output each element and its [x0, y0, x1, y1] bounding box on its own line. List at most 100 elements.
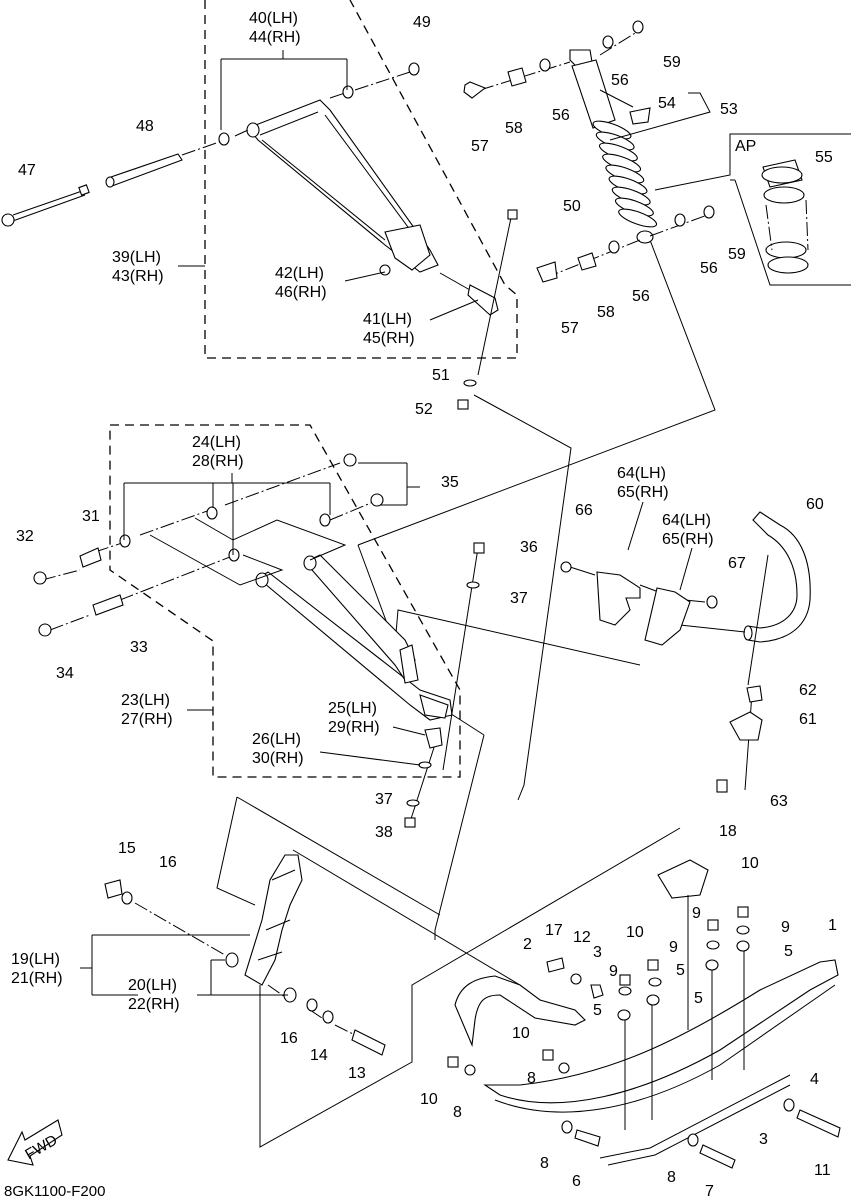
pair-callout-labels: 40(LH) 44(RH) 39(LH) 43(RH) 42(LH) 46(RH) 41(L…: [11, 10, 714, 1013]
part-label-40-44-lh: 40(LH): [249, 10, 298, 27]
part-label-37b: 37: [375, 791, 393, 808]
part-label-41-45-lh: 41(LH): [363, 311, 412, 328]
part-label-8a: 8: [453, 1104, 462, 1121]
part-label-48: 48: [136, 118, 154, 135]
part-label-14: 14: [310, 1047, 328, 1064]
ball-joint-41: [379, 209, 518, 410]
part-label-17: 17: [545, 922, 563, 939]
part-label-7: 7: [705, 1183, 714, 1199]
part-label-64-65b-rh: 65(RH): [662, 531, 714, 548]
part-label-34: 34: [56, 665, 74, 682]
part-label-57a: 57: [471, 138, 489, 155]
part-label-56a: 56: [611, 72, 629, 89]
part-label-9a: 9: [609, 963, 618, 980]
part-label-8b: 8: [527, 1070, 536, 1087]
part-label-67: 67: [728, 555, 746, 572]
part-label-59a: 59: [663, 54, 681, 71]
part-label-16a: 16: [159, 854, 177, 871]
part-label-60: 60: [806, 496, 824, 513]
part-label-56b: 56: [552, 107, 570, 124]
part-label-42-46-lh: 42(LH): [275, 265, 324, 282]
lower-arm-hardware: [33, 453, 485, 828]
part-label-15: 15: [118, 840, 136, 857]
part-label-41-45-rh: 45(RH): [363, 330, 415, 347]
part-label-5a: 5: [593, 1002, 602, 1019]
part-label-2: 2: [523, 936, 532, 953]
part-label-51: 51: [432, 367, 450, 384]
part-label-1: 1: [828, 917, 837, 934]
part-label-25-29-rh: 29(RH): [328, 719, 380, 736]
shock-absorber: [463, 20, 851, 286]
part-label-62: 62: [799, 682, 817, 699]
part-label-38: 38: [375, 824, 393, 841]
part-label-6: 6: [572, 1173, 581, 1190]
part-label-18: 18: [719, 823, 737, 840]
part-label-25-29-lh: 25(LH): [328, 700, 377, 717]
part-label-26-30-lh: 26(LH): [252, 731, 301, 748]
part-label-56d: 56: [632, 288, 650, 305]
part-label-5b: 5: [676, 962, 685, 979]
part-label-40-44-rh: 44(RH): [249, 29, 301, 46]
spring-coil: [618, 208, 658, 228]
part-label-24-28-rh: 28(RH): [192, 453, 244, 470]
part-label-32: 32: [16, 528, 34, 545]
part-label-23-27-lh: 23(LH): [121, 692, 170, 709]
part-label-5d: 5: [784, 943, 793, 960]
part-label-8d: 8: [667, 1169, 676, 1186]
part-label-52: 52: [415, 401, 433, 418]
part-label-10d: 10: [741, 855, 759, 872]
part-label-10b: 10: [512, 1025, 530, 1042]
part-label-12: 12: [573, 929, 591, 946]
stabilizer-clamps: [560, 561, 746, 646]
part-label-20-22-rh: 22(RH): [128, 996, 180, 1013]
upper-a-arm: [246, 99, 439, 273]
part-label-19-21-lh: 19(LH): [11, 951, 60, 968]
diagram-code: 8GK1100-F200: [4, 1183, 105, 1199]
ski: [454, 859, 839, 1166]
part-label-50: 50: [563, 198, 581, 215]
upper-arm-group-box: [204, 0, 518, 359]
part-label-19-21-rh: 21(RH): [11, 970, 63, 987]
part-label-20-22-lh: 20(LH): [128, 977, 177, 994]
lower-a-arm: [149, 517, 453, 721]
fwd-arrow-icon: FWD: [7, 1119, 63, 1166]
part-label-39-43-rh: 43(RH): [112, 268, 164, 285]
part-label-13: 13: [348, 1065, 366, 1082]
part-label-42-46-rh: 46(RH): [275, 284, 327, 301]
part-label-3a: 3: [593, 944, 602, 961]
label-brackets: [80, 50, 693, 996]
part-label-39-43-lh: 39(LH): [112, 249, 161, 266]
part-label-66: 66: [575, 502, 593, 519]
part-label-16b: 16: [280, 1030, 298, 1047]
part-label-49: 49: [413, 14, 431, 31]
part-label-9b: 9: [669, 939, 678, 956]
part-label-9d: 9: [781, 919, 790, 936]
part-label-61: 61: [799, 711, 817, 728]
part-label-3b: 3: [759, 1131, 768, 1148]
part-label-37a: 37: [510, 590, 528, 607]
part-label-23-27-rh: 27(RH): [121, 711, 173, 728]
part-label-64-65b-lh: 64(LH): [662, 512, 711, 529]
part-label-64-65a-lh: 64(LH): [617, 465, 666, 482]
part-label-31: 31: [82, 508, 100, 525]
part-label-47: 47: [18, 162, 36, 179]
part-label-10a: 10: [420, 1091, 438, 1108]
part-label-58a: 58: [505, 120, 523, 137]
part-label-35: 35: [441, 474, 459, 491]
part-label-59b: 59: [728, 246, 746, 263]
part-label-56c: 56: [700, 260, 718, 277]
part-label-9c: 9: [692, 905, 701, 922]
part-label-33: 33: [130, 639, 148, 656]
upper-arm-shaft-47-48: [1, 62, 420, 227]
part-label-55: 55: [815, 149, 833, 166]
part-label-26-30-rh: 30(RH): [252, 750, 304, 767]
part-label-53: 53: [720, 101, 738, 118]
part-label-54: 54: [658, 95, 676, 112]
part-label-4: 4: [810, 1071, 819, 1088]
part-label-63: 63: [770, 793, 788, 810]
ap-inset-box: [761, 159, 809, 274]
ski-hardware: [447, 906, 841, 1169]
part-label-64-65a-rh: 65(RH): [617, 484, 669, 501]
